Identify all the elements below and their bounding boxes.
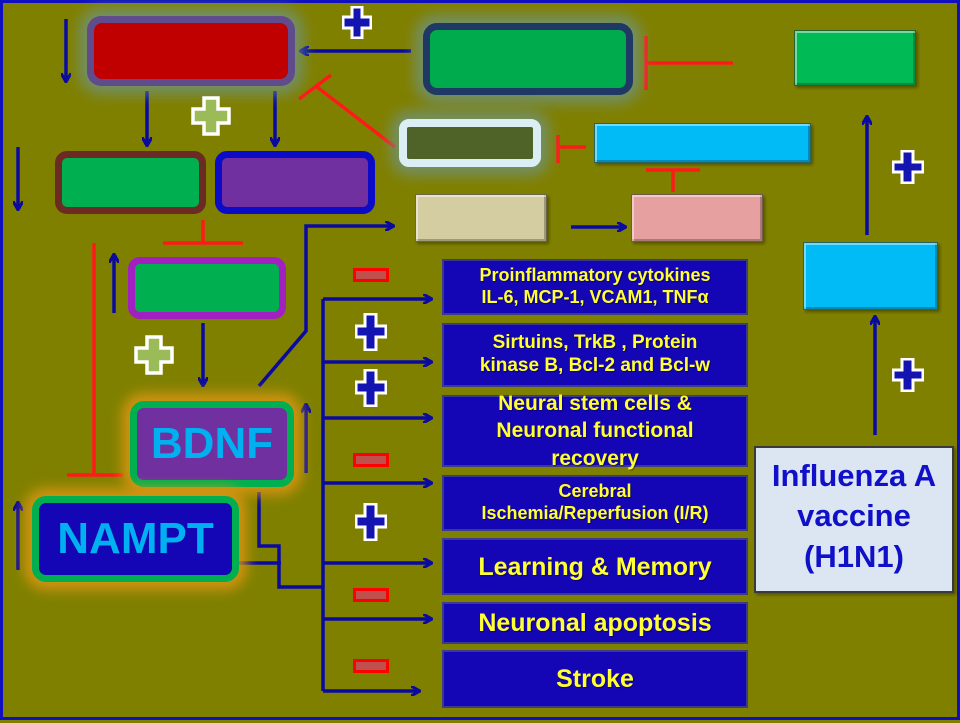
- vaccine-label-line1: Influenza A: [771, 458, 937, 493]
- outcome-2-line2: kinase B, Bcl-2 and Bcl-w: [479, 355, 711, 376]
- pink-node: [631, 194, 763, 242]
- plus-icon: [355, 503, 387, 541]
- connector-bdnf-down: [257, 492, 323, 589]
- outcome-2-line1: Sirtuins, TrkB , Protein: [492, 332, 698, 354]
- minus-icon: [353, 453, 389, 467]
- connector-layer: [3, 19, 960, 723]
- plus-icon: [892, 150, 924, 184]
- outcome-5-label: Learning & Memory: [478, 552, 712, 581]
- outcome-3-line1: Neural stem cells &: [498, 392, 692, 416]
- outcome-cerebral-ischemia: Cerebral Ischemia/Reperfusion (I/R): [442, 475, 748, 531]
- tan-node: [415, 194, 547, 242]
- outcome-4-line1: Cerebral: [558, 481, 632, 502]
- outcome-1-line2: IL-6, MCP-1, VCAM1, TNFα: [481, 287, 709, 307]
- purple-node: [215, 151, 375, 214]
- outcome-proinflammatory: Proinflammatory cytokines IL-6, MCP-1, V…: [442, 259, 748, 315]
- outcome-neuronal-apoptosis: Neuronal apoptosis: [442, 602, 748, 644]
- bdnf-node: BDNF: [130, 401, 294, 487]
- outcome-4-line2: Ischemia/Reperfusion (I/R): [481, 503, 709, 523]
- outcome-sirtuins: Sirtuins, TrkB , Protein kinase B, Bcl-2…: [442, 323, 748, 387]
- red-node: [87, 16, 295, 86]
- outcome-learning-memory: Learning & Memory: [442, 538, 748, 595]
- arrow-bdnf-to-tan: [257, 226, 393, 388]
- bdnf-label: BDNF: [150, 419, 274, 468]
- outcome-3-line3: recovery: [551, 446, 639, 470]
- nampt-label: NAMPT: [57, 514, 214, 563]
- outcome-1-line1: Proinflammatory cytokines: [479, 265, 711, 286]
- vaccine-label-line3: (H1N1): [804, 538, 904, 574]
- plus-icon: [355, 313, 387, 351]
- nampt-node: NAMPT: [32, 496, 239, 582]
- minus-icon: [353, 659, 389, 673]
- inhibit-olive-line: [315, 85, 397, 149]
- green-node-magenta: [128, 257, 286, 319]
- minus-icon: [353, 268, 389, 282]
- cyan-node-wide: [594, 123, 811, 163]
- green-node-top: [423, 23, 633, 95]
- outcome-neural-stem-cells: Neural stem cells & Neuronal functional …: [442, 392, 748, 470]
- outcome-stroke: Stroke: [442, 650, 748, 708]
- plus-icon: [342, 6, 372, 39]
- cyan-node-right: [803, 242, 938, 310]
- outcome-7-label: Stroke: [556, 665, 634, 693]
- plus-icon: [134, 335, 174, 375]
- green-node-brown: [55, 151, 206, 214]
- vaccine-node: Influenza A vaccine (H1N1): [754, 446, 954, 593]
- inhibit-olive-bar: [297, 73, 333, 101]
- plus-icon: [355, 369, 387, 407]
- outcome-6-label: Neuronal apoptosis: [478, 609, 712, 637]
- outcome-3-line2: Neuronal functional: [496, 419, 694, 443]
- plus-icon: [191, 96, 231, 136]
- vaccine-label-line2: vaccine: [797, 498, 911, 534]
- plus-icon: [892, 358, 924, 392]
- green-node-right: [794, 30, 916, 86]
- olive-node: [399, 119, 541, 167]
- minus-icon: [353, 588, 389, 602]
